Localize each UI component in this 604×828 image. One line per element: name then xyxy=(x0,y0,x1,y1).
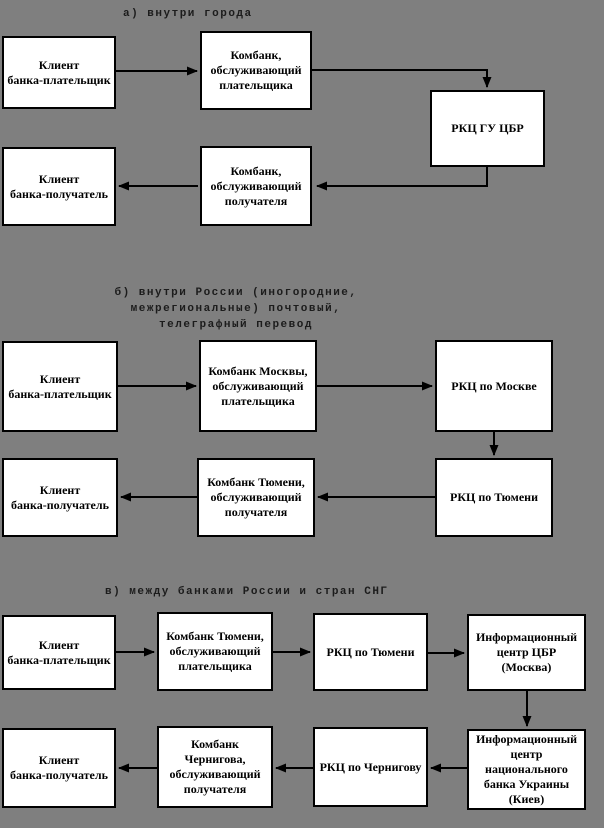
box-b-rkc-moscow: РКЦ по Москве xyxy=(435,340,553,432)
box-a-combank-receiver: Комбанк, обслуживающий получателя xyxy=(200,146,312,226)
box-b-combank-payer-label: Комбанк Москвы, обслуживающий плательщик… xyxy=(208,363,308,408)
box-c-info-center-ukraine-label: Информационный центр национального банка… xyxy=(475,732,578,806)
box-c-rkc-chernigov: РКЦ по Чернигову xyxy=(313,727,428,807)
box-c-combank-payer-label: Комбанк Тюмени, обслуживающий плательщик… xyxy=(166,629,264,673)
box-c-combank-receiver: Комбанк Чернигова, обслуживающий получат… xyxy=(157,726,273,808)
arrow-a-combank-to-rkc xyxy=(312,69,492,88)
box-a-combank-receiver-label: Комбанк, обслуживающий получателя xyxy=(210,163,302,208)
box-b-combank-payer: Комбанк Москвы, обслуживающий плательщик… xyxy=(199,340,317,432)
box-a-combank-payer-label: Комбанк, обслуживающий плательщика xyxy=(210,48,302,92)
section-b-label: б) внутри России (иногородние, межрегион… xyxy=(114,287,358,331)
box-c-rkc-chernigov-label: РКЦ по Чернигову xyxy=(319,759,422,774)
arrow-a-rkc-to-combank-receiver xyxy=(316,167,488,191)
section-c-label: в) между банками России и стран СНГ xyxy=(105,586,389,598)
box-c-client-receiver: Клиент банка-получатель xyxy=(2,728,116,808)
box-b-combank-receiver: Комбанк Тюмени, обслуживающий получателя xyxy=(197,458,315,537)
box-c-info-center-cbr-label: Информационный центр ЦБР (Москва) xyxy=(475,630,578,674)
box-b-combank-receiver-label: Комбанк Тюмени, обслуживающий получателя xyxy=(207,475,305,519)
box-c-client-receiver-label: Клиент банка-получатель xyxy=(10,753,108,782)
box-b-client-receiver-label: Клиент банка-получатель xyxy=(11,482,109,512)
box-b-rkc-moscow-label: РКЦ по Москве xyxy=(451,378,537,393)
box-c-info-center-cbr: Информационный центр ЦБР (Москва) xyxy=(467,614,586,691)
box-b-client-payer-label: Клиент банка-плательщик xyxy=(8,371,112,401)
box-c-combank-receiver-label: Комбанк Чернигова, обслуживающий получат… xyxy=(169,737,261,796)
box-a-client-receiver: Клиент банка-получатель xyxy=(2,147,116,226)
box-a-rkc-label: РКЦ ГУ ЦБР xyxy=(451,121,524,135)
box-a-client-payer-label: Клиент банка-плательщик xyxy=(7,57,111,87)
box-a-rkc: РКЦ ГУ ЦБР xyxy=(430,90,545,167)
section-a-label: а) внутри города xyxy=(123,8,253,20)
box-c-combank-payer: Комбанк Тюмени, обслуживающий плательщик… xyxy=(157,612,273,691)
box-a-client-receiver-label: Клиент банка-получатель xyxy=(10,171,108,201)
box-c-client-payer: Клиент банка-плательщик xyxy=(2,615,116,690)
box-a-client-payer: Клиент банка-плательщик xyxy=(2,36,116,109)
box-c-info-center-ukraine: Информационный центр национального банка… xyxy=(467,729,586,810)
box-a-combank-payer: Комбанк, обслуживающий плательщика xyxy=(200,31,312,110)
box-c-client-payer-label: Клиент банка-плательщик xyxy=(7,637,111,667)
box-c-rkc-tyumen-label: РКЦ по Тюмени xyxy=(326,644,415,659)
box-b-rkc-tyumen-label: РКЦ по Тюмени xyxy=(449,490,539,504)
box-b-client-payer: Клиент банка-плательщик xyxy=(2,341,118,432)
box-b-rkc-tyumen: РКЦ по Тюмени xyxy=(435,458,553,537)
box-c-rkc-tyumen: РКЦ по Тюмени xyxy=(313,613,428,691)
box-b-client-receiver: Клиент банка-получатель xyxy=(2,458,118,537)
